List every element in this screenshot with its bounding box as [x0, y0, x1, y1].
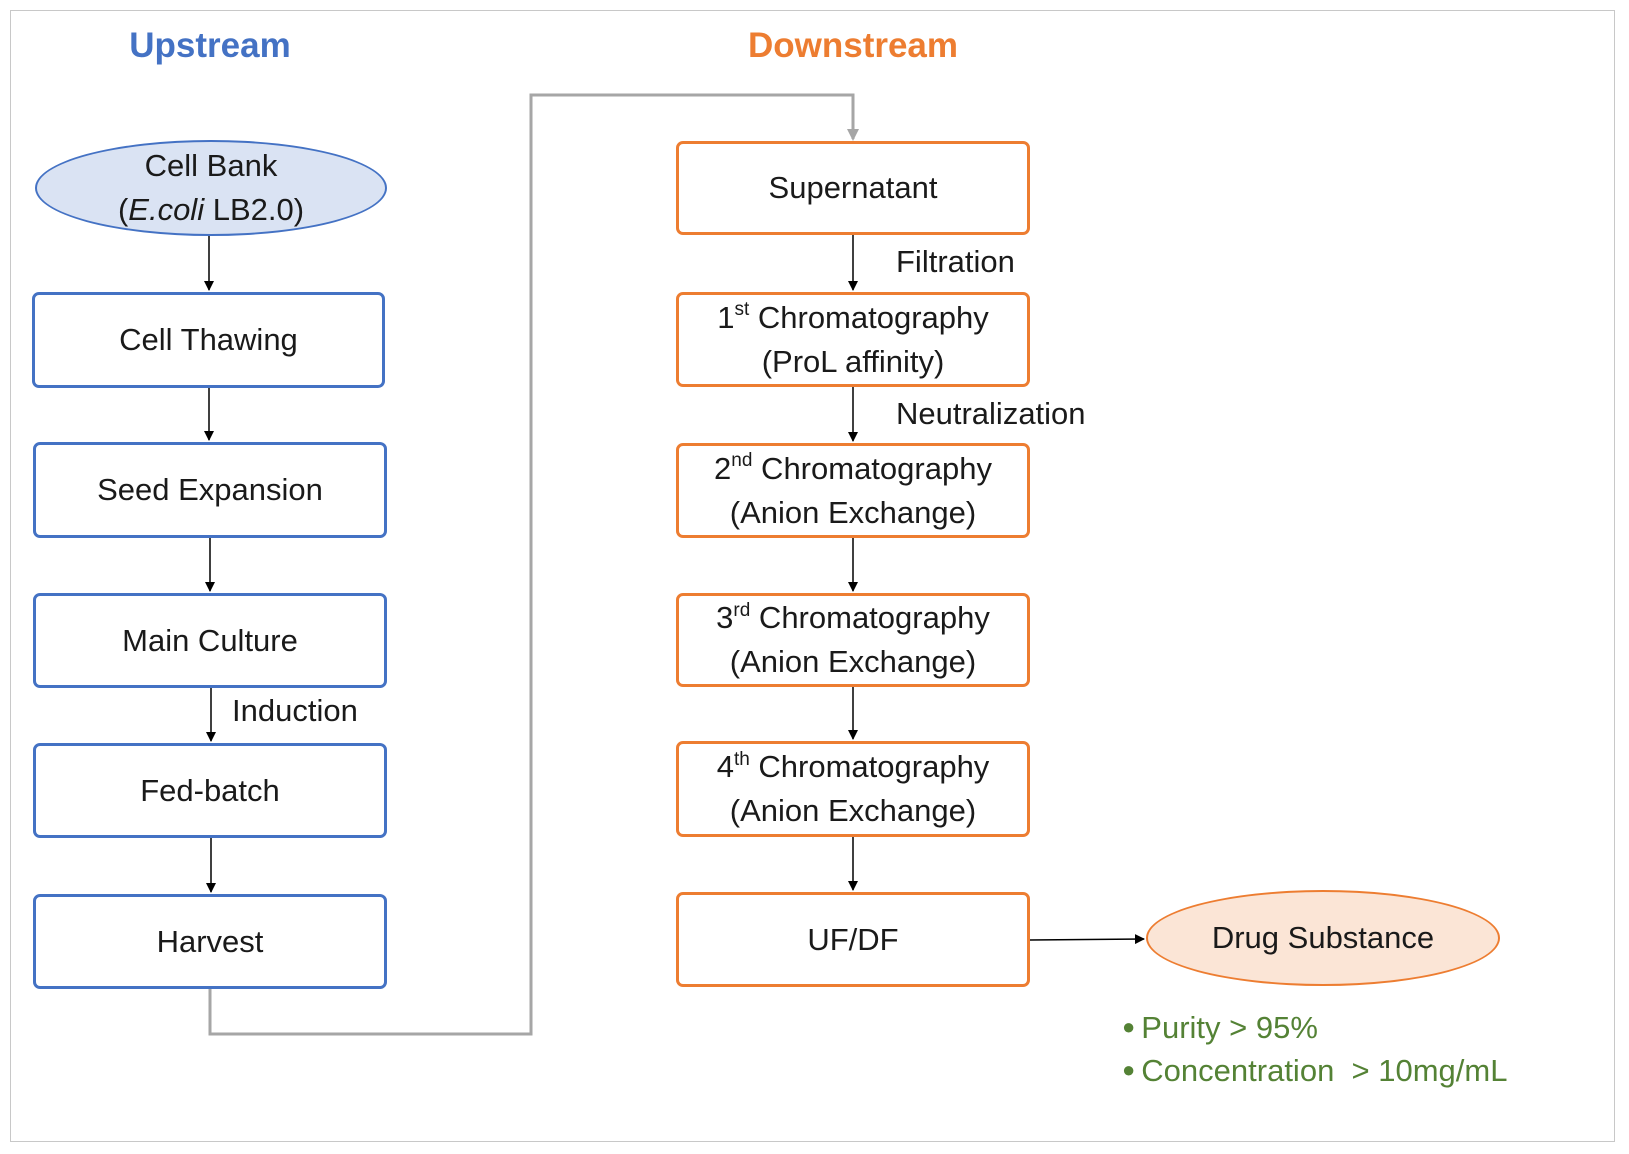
bullet-icon: ● — [1122, 1014, 1136, 1039]
fed-batch-label: Fed-batch — [140, 772, 280, 808]
harvest-step: Harvest — [33, 894, 387, 989]
diagram-frame — [10, 10, 1615, 1142]
drug-substance-label: Drug Substance — [1211, 920, 1435, 955]
chromatography-3-sub: (Anion Exchange) — [729, 644, 977, 679]
fed-batch-step: Fed-batch — [33, 743, 387, 838]
chromatography-2-step: 2nd Chromatography (Anion Exchange) — [676, 443, 1030, 538]
chromatography-4-sub: (Anion Exchange) — [729, 793, 977, 828]
neutralization-label: Neutralization — [896, 396, 1086, 431]
seed-expansion-label: Seed Expansion — [97, 472, 323, 507]
product-specs: ●Purity > 95% ●Concentration > 10mg/mL — [1122, 1008, 1507, 1094]
seed-expansion-step: Seed Expansion — [33, 442, 387, 538]
arrow-ufdf-drug — [1029, 934, 1145, 945]
drug-substance-node: Drug Substance — [1146, 890, 1500, 986]
harvest-label: Harvest — [156, 923, 264, 959]
chromatography-1-title: 1st Chromatography — [717, 299, 989, 335]
spec-purity: ●Purity > 95% — [1122, 1008, 1507, 1051]
cell-thawing-label: Cell Thawing — [119, 322, 298, 357]
filtration-label: Filtration — [896, 244, 1015, 279]
bullet-icon: ● — [1122, 1057, 1136, 1082]
chromatography-1-sub: (ProL affinity) — [761, 343, 945, 379]
supernatant-label: Supernatant — [768, 170, 938, 205]
upstream-heading: Upstream — [129, 26, 291, 65]
spec-concentration: ●Concentration > 10mg/mL — [1122, 1051, 1507, 1094]
chromatography-4-title: 4th Chromatography — [716, 748, 990, 784]
main-culture-label: Main Culture — [122, 622, 298, 658]
cell-bank-title: Cell Bank — [144, 148, 278, 183]
chromatography-3-step: 3rd Chromatography (Anion Exchange) — [676, 593, 1030, 687]
cell-bank-strain: (E.coli LB2.0) — [117, 192, 305, 227]
chromatography-4-step: 4th Chromatography (Anion Exchange) — [676, 741, 1030, 837]
chromatography-2-title: 2nd Chromatography — [714, 450, 992, 486]
connector-harvest-supernatant — [208, 93, 859, 1036]
ufdf-step: UF/DF — [676, 892, 1030, 987]
supernatant-step: Supernatant — [676, 141, 1030, 235]
ufdf-label: UF/DF — [807, 921, 899, 957]
induction-label: Induction — [232, 693, 358, 728]
cell-thawing-step: Cell Thawing — [32, 292, 385, 388]
chromatography-3-title: 3rd Chromatography — [716, 599, 990, 635]
chromatography-2-sub: (Anion Exchange) — [729, 494, 977, 530]
chromatography-1-step: 1st Chromatography (ProL affinity) — [676, 292, 1030, 387]
main-culture-step: Main Culture — [33, 593, 387, 688]
downstream-heading: Downstream — [747, 26, 959, 65]
cell-bank-node: Cell Bank (E.coli LB2.0) — [35, 140, 387, 236]
